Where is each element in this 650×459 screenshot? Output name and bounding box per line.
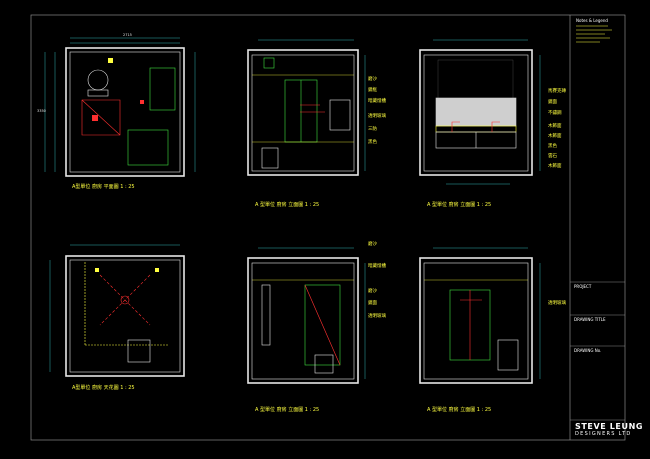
callout-c-3: 鏡面 bbox=[368, 301, 377, 306]
notes-lines bbox=[576, 25, 612, 43]
callout-c-0: 磨沙 bbox=[368, 242, 377, 247]
drawing-no-heading: DRAWING No. bbox=[574, 348, 602, 353]
callout-a-1: 鏡框 bbox=[368, 88, 377, 93]
callout-b-7: 木飾面 bbox=[548, 164, 562, 169]
callout-c-1: 暗藏燈槽 bbox=[368, 264, 386, 269]
callout-b-0: 馬賽克磚 bbox=[548, 89, 566, 94]
sheet-frame bbox=[30, 14, 626, 441]
elevation-c bbox=[247, 247, 366, 384]
callout-a-2: 暗藏燈槽 bbox=[368, 99, 386, 104]
company-logo: STEVE LEUNG bbox=[575, 422, 644, 431]
drawing-title-heading: DRAWING TITLE bbox=[574, 317, 606, 322]
notes-heading: Notes & Legend bbox=[576, 18, 608, 23]
callout-a-5: 黑色 bbox=[368, 140, 377, 145]
callout-c-4: 透明玻璃 bbox=[368, 314, 386, 319]
callout-b-3: 木飾面 bbox=[548, 124, 562, 129]
callout-d-0: 透明玻璃 bbox=[548, 301, 566, 306]
callout-b-5: 黑色 bbox=[548, 144, 557, 149]
elevation-b bbox=[419, 39, 541, 185]
plan-dim-top: 2715 bbox=[123, 33, 132, 37]
title-block-grid bbox=[570, 281, 625, 421]
caption-elevation-b: A 型單位 廚房 立面圖 1 : 25 bbox=[427, 202, 492, 208]
callout-c-2: 磨沙 bbox=[368, 289, 377, 294]
callout-b-2: 不鏽鋼 bbox=[548, 111, 562, 116]
plan-dim-left: 3350 bbox=[37, 109, 46, 113]
callout-b-1: 鏡面 bbox=[548, 100, 557, 105]
elevation-a bbox=[247, 39, 366, 176]
caption-plan: A型單位 廚房 平面圖 1 : 25 bbox=[72, 184, 135, 190]
caption-elevation-c: A 型單位 廚房 立面圖 1 : 25 bbox=[255, 407, 320, 413]
callout-b-4: 木飾面 bbox=[548, 134, 562, 139]
callout-b-6: 雲石 bbox=[548, 154, 557, 159]
caption-elevation-a: A 型單位 廚房 立面圖 1 : 25 bbox=[255, 202, 320, 208]
callout-a-4: 三防 bbox=[368, 127, 377, 132]
project-heading: PROJECT bbox=[574, 284, 592, 289]
ceiling-plan bbox=[49, 244, 185, 377]
caption-elevation-d: A 型單位 廚房 立面圖 1 : 25 bbox=[427, 407, 492, 413]
callout-a-0: 磨沙 bbox=[368, 77, 377, 82]
callout-a-3: 透明玻璃 bbox=[368, 114, 386, 119]
elevation-d bbox=[419, 247, 541, 384]
caption-ceiling: A型單位 廚房 天花圖 1 : 25 bbox=[72, 385, 135, 391]
floor-plan bbox=[44, 37, 196, 177]
company-sub: DESIGNERS LTD bbox=[575, 431, 632, 437]
